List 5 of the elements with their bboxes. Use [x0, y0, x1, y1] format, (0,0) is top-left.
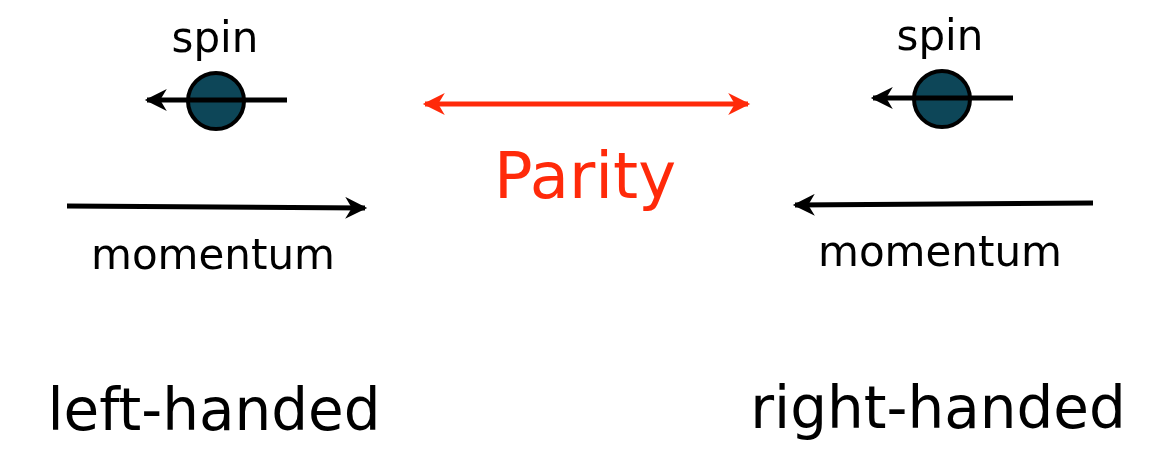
momentum-label: momentum — [818, 231, 1062, 273]
spin-label: spin — [896, 15, 984, 57]
momentum-label: momentum — [91, 234, 335, 276]
spin-label: spin — [171, 17, 259, 59]
left-handed-label: left-handed — [47, 381, 381, 439]
